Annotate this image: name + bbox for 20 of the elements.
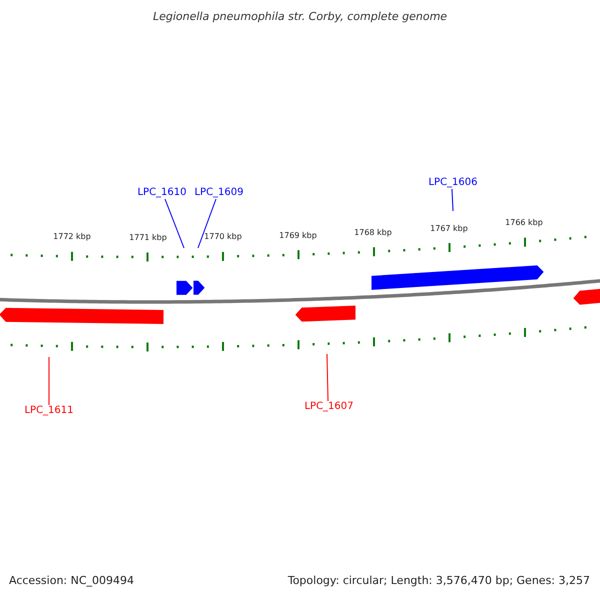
- title: Legionella pneumophila str. Corby, complete genome: [152, 11, 448, 22]
- gene-label: LPC_1606: [427, 177, 479, 189]
- tick-label: 1772 kbp: [53, 233, 91, 242]
- tick-label: 1768 kbp: [354, 228, 392, 237]
- tick-label: 1770 kbp: [204, 233, 242, 242]
- gene-label: LPC_1611: [23, 405, 75, 417]
- gene-label: LPC_1609: [193, 187, 245, 199]
- tick-label: 1769 kbp: [279, 232, 317, 240]
- leader-line: [326, 354, 328, 402]
- accession-text: Accession: NC_009494: [9, 575, 134, 586]
- leader-line: [48, 356, 50, 406]
- leader-line: [452, 188, 454, 212]
- leader-line: [164, 198, 184, 248]
- tick-label: 1771 kbp: [129, 234, 167, 242]
- tick-label: 1766 kbp: [505, 219, 543, 228]
- gene-label: LPC_1607: [303, 401, 355, 413]
- gene-label: LPC_1610: [136, 187, 188, 199]
- leader-line: [198, 198, 216, 248]
- genome-summary: Topology: circular; Length: 3,576,470 bp; Genes: 3,257: [288, 575, 590, 586]
- tick-label: 1767 kbp: [430, 224, 468, 233]
